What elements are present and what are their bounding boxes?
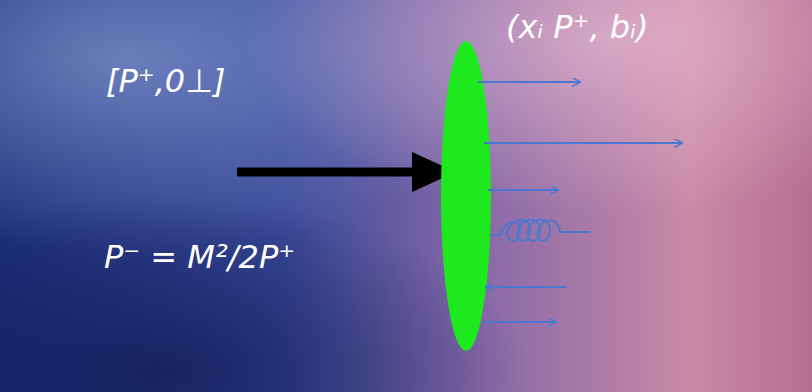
parton-arrow (478, 81, 580, 83)
parton-arrow (484, 142, 682, 144)
parton-arrow (484, 321, 556, 323)
incoming-arrow-shaft (237, 168, 418, 177)
gluon-coil (490, 220, 590, 241)
math-label: (xᵢ P⁺, bᵢ) (506, 8, 648, 46)
parton-arrow (488, 189, 558, 191)
hadron-ellipse (441, 41, 491, 351)
parton-arrow (486, 286, 566, 288)
math-label: [P⁺,0⊥] (106, 62, 226, 100)
math-label: P⁻ = M²/2P⁺ (104, 238, 295, 276)
